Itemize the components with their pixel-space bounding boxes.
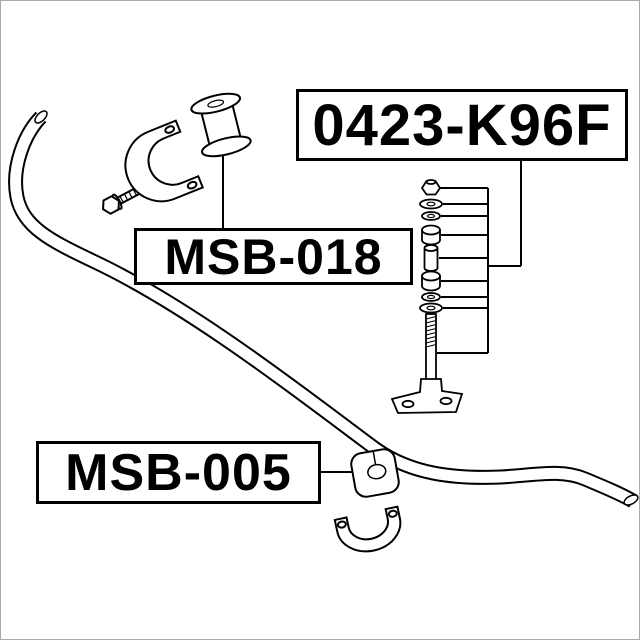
link-bushing-lower bbox=[421, 270, 441, 292]
stabilizer-bushing-018 bbox=[190, 92, 252, 158]
bushing-bracket-lower bbox=[333, 505, 402, 553]
callout-lines bbox=[222, 153, 522, 473]
stabilizer-bushing-005 bbox=[350, 448, 400, 498]
bar-end-opening bbox=[34, 110, 48, 124]
part-number-label-msb-005: MSB-005 bbox=[36, 441, 321, 504]
stabilizer-bushing-bracket-assembly bbox=[102, 92, 252, 215]
link-foot-bracket bbox=[390, 378, 464, 414]
part-number-label-msb-018: MSB-018 bbox=[134, 228, 413, 285]
bushing-bracket bbox=[124, 119, 205, 203]
bar-end-opening bbox=[623, 494, 639, 506]
stabilizer-link-assembly bbox=[390, 179, 464, 414]
stabilizer-bushing-assembly-005 bbox=[333, 448, 402, 553]
part-number-label-0423-k96f: 0423-K96F bbox=[296, 89, 628, 161]
link-stud bbox=[425, 313, 437, 383]
link-spacer-sleeve bbox=[423, 244, 439, 272]
stabilizer-bar bbox=[8, 110, 639, 508]
link-nut bbox=[420, 179, 442, 196]
link-bushing-upper bbox=[421, 224, 441, 246]
